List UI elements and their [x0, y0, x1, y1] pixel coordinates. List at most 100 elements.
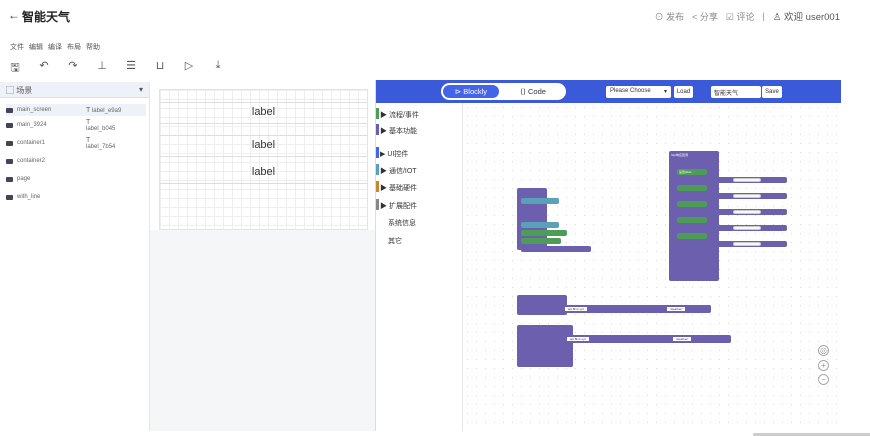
category-color-bar [376, 147, 379, 158]
block-get-json[interactable] [677, 225, 787, 231]
block-host: api.8mo.xyz [567, 337, 590, 341]
menu-layout[interactable]: 布局 [67, 44, 81, 51]
block-timer[interactable] [521, 222, 559, 228]
block-label: 设置label [679, 170, 692, 174]
block-text-slot[interactable] [733, 178, 761, 182]
block-get-json[interactable] [677, 241, 787, 247]
category-extensions[interactable]: ▶ 扩展配件 [380, 203, 417, 210]
canvas-label[interactable]: label [251, 139, 276, 151]
block-set-label[interactable]: 设置label [677, 169, 707, 175]
mode-switch: ⊳ Blockly ⟨⟩ Code [441, 83, 566, 100]
block-button-handler[interactable] [517, 325, 573, 367]
example-select[interactable]: Please Choose ▾ [606, 86, 671, 98]
category-flow-event[interactable]: ▶ 流程/事件 [380, 112, 419, 119]
block-set-button[interactable] [521, 230, 567, 236]
block-content[interactable] [521, 238, 561, 244]
block-http-request[interactable]: api.8mo.xyz/weather/ [521, 305, 711, 313]
block-text-slot[interactable] [733, 210, 761, 214]
block-set-label[interactable] [677, 201, 707, 207]
chevron-down-icon[interactable]: ▾ [138, 85, 143, 94]
zoom-in-icon[interactable]: + [818, 360, 829, 371]
block-set-label[interactable] [677, 233, 707, 239]
block-text-slot[interactable] [733, 242, 761, 246]
block-button-event[interactable] [521, 246, 591, 252]
tree-child[interactable]: T label_e9a9 [86, 107, 121, 114]
folder-icon [6, 194, 13, 200]
tree-item-container2[interactable]: container2 [6, 158, 45, 164]
menu-bar: 文件 编辑 编译 布局 帮助 [10, 42, 100, 52]
row-divider [160, 183, 367, 184]
tree-item-label: main_screen [17, 107, 52, 113]
back-arrow-icon[interactable]: ← [8, 8, 20, 22]
project-name-input[interactable]: 智能天气 [711, 86, 761, 98]
tree-item-page[interactable]: page [6, 176, 30, 182]
block-set-label[interactable] [677, 185, 707, 191]
category-basic[interactable]: ▶ 基本功能 [380, 128, 417, 135]
block-http-request-2[interactable]: api.8mo.xyz/weather/ [523, 335, 731, 343]
select-value: Please Choose [610, 88, 651, 94]
block-long-press[interactable] [523, 351, 539, 359]
tree-item-with-line[interactable]: with_line [6, 194, 40, 200]
scene-header[interactable]: ▢ 场景▾ [0, 82, 149, 98]
redo-icon[interactable]: ↷ [68, 60, 78, 72]
load-button[interactable]: Load [674, 86, 693, 98]
block-text-slot[interactable] [733, 226, 761, 230]
welcome-label: 欢迎 user001 [784, 12, 840, 23]
block-set-label[interactable] [677, 217, 707, 223]
share-link[interactable]: < 分享 [692, 11, 718, 22]
block-text-slot[interactable] [733, 194, 761, 198]
chevron-down-icon: ▾ [663, 89, 667, 95]
text-icon: T [86, 136, 91, 144]
tree-child-label: label_e9a9 [91, 107, 122, 114]
category-color-bar [376, 199, 379, 210]
undo-icon[interactable]: ↶ [39, 60, 49, 72]
tab-blockly[interactable]: ⊳ Blockly [443, 85, 499, 98]
user-menu[interactable]: ♙ 欢迎 user001 [772, 12, 840, 23]
category-hardware[interactable]: ▶ 基础硬件 [380, 185, 417, 192]
export-icon[interactable]: ⊔ [155, 60, 165, 72]
menu-edit[interactable]: 编辑 [29, 44, 43, 51]
comment-link[interactable]: ☑ 评论 [725, 11, 755, 22]
blockly-workspace[interactable]: http响应回调 设置label api.8mo.xyz/weather/ ap… [463, 103, 870, 436]
block-wifi[interactable] [521, 206, 547, 212]
tree-item-label: container2 [17, 158, 46, 164]
block-http[interactable] [521, 214, 547, 220]
run-icon[interactable]: ▷ [184, 60, 194, 72]
download-icon[interactable]: ⤓ [215, 59, 221, 71]
save-button[interactable]: Save [762, 86, 782, 98]
tab-code[interactable]: ⟨⟩ Code [520, 87, 546, 96]
tree-child[interactable]: T label_7b54 [86, 137, 115, 150]
category-other[interactable]: 其它 [388, 238, 402, 245]
save-icon[interactable]: 🖫 [10, 62, 20, 74]
divider: | [762, 11, 765, 21]
canvas-label[interactable]: label [251, 106, 276, 118]
category-sysinfo[interactable]: 系统信息 [388, 220, 416, 227]
align-icon[interactable]: ⊥ [97, 60, 107, 72]
grid-icon[interactable]: ☰ [126, 60, 136, 72]
block-json[interactable] [675, 161, 719, 167]
tree-item-main-screen[interactable]: main_screen T label_e9a9 [6, 104, 146, 116]
tree-child[interactable]: T label_b045 [86, 119, 115, 132]
canvas-label[interactable]: label [251, 166, 276, 178]
block-get-json[interactable] [677, 193, 787, 199]
menu-file[interactable]: 文件 [10, 44, 24, 51]
category-color-bar [376, 181, 379, 192]
block-init[interactable] [521, 198, 559, 204]
recenter-icon[interactable]: ◎ [818, 345, 829, 356]
zoom-out-icon[interactable]: − [818, 374, 829, 385]
block-get-json[interactable] [677, 209, 787, 215]
tree-child-label: label_7b54 [86, 143, 116, 150]
menu-compile[interactable]: 编译 [48, 44, 62, 51]
menu-help[interactable]: 帮助 [86, 44, 100, 51]
block-get-json[interactable] [677, 177, 787, 183]
category-color-bar [376, 124, 379, 135]
publish-link[interactable]: ⊙ 发布 [654, 11, 685, 22]
block-tail[interactable] [677, 251, 701, 271]
design-canvas[interactable]: label label label [159, 89, 368, 230]
category-comm-iot[interactable]: ▶ 通信/IOT [380, 168, 417, 175]
block-path: /weather/ [667, 307, 686, 311]
category-ui[interactable]: ▶ UI控件 [380, 151, 409, 158]
